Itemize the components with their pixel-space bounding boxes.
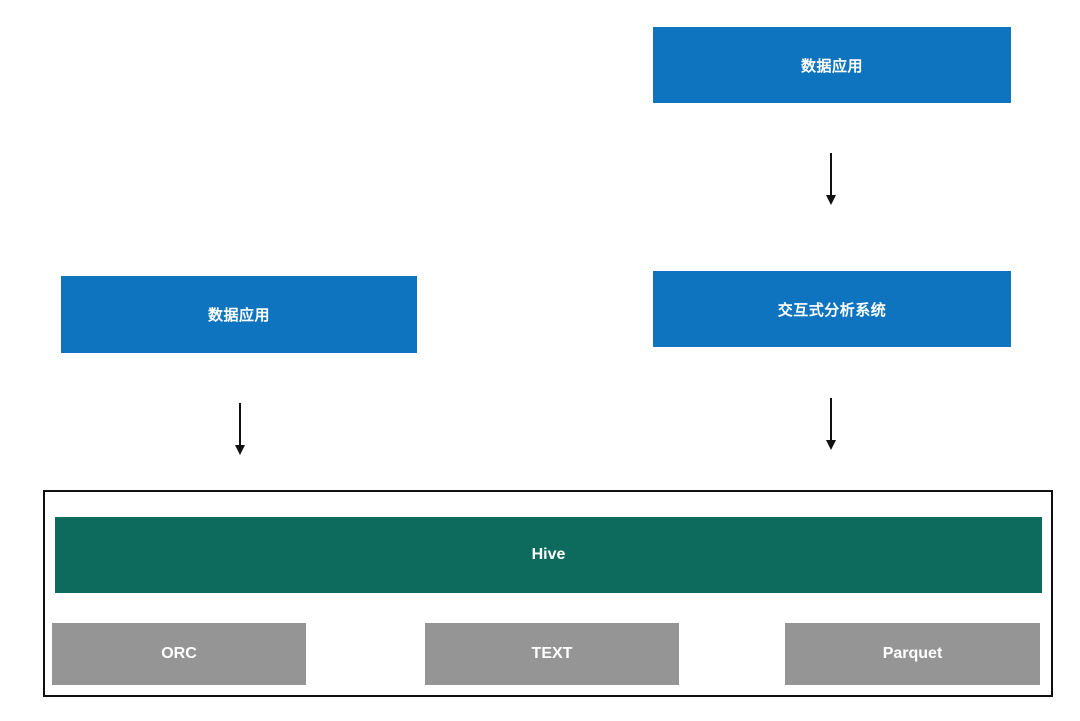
text-format-label: TEXT (531, 645, 573, 662)
interactive-analysis-system-label: 交互式分析系统 (777, 300, 887, 319)
hive-label: Hive (531, 546, 566, 563)
orc-format-box: ORC (52, 623, 306, 685)
text-format-box: TEXT (425, 623, 679, 685)
hive-storage-container (43, 490, 1053, 697)
interactive-analysis-system-box: 交互式分析系统 (653, 271, 1011, 347)
data-application-box-left: 数据应用 (61, 276, 417, 353)
data-application-box-right: 数据应用 (653, 27, 1011, 103)
parquet-label: Parquet (882, 645, 943, 662)
arrow-down-icon (826, 153, 836, 205)
data-application-label-right: 数据应用 (800, 56, 863, 75)
hive-box: Hive (55, 517, 1042, 593)
arrow-down-icon (826, 398, 836, 450)
parquet-format-box: Parquet (785, 623, 1040, 685)
arrow-down-icon (235, 403, 245, 455)
orc-label: ORC (161, 645, 197, 662)
data-application-label-left: 数据应用 (207, 306, 270, 324)
